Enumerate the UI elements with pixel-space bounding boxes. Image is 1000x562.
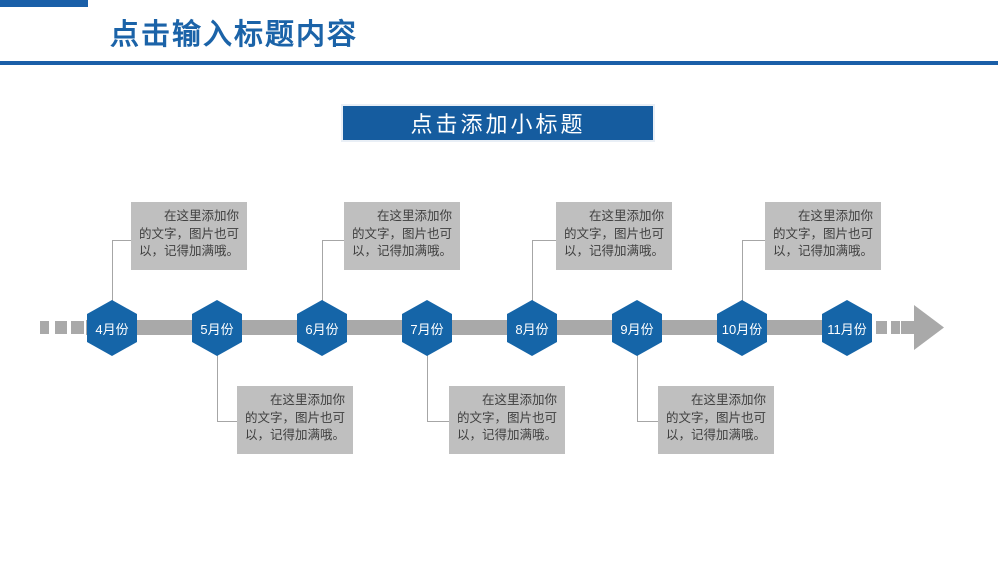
month-label: 11月份 (827, 321, 867, 337)
note-box[interactable]: 在这里添加你的文字，图片也可以，记得加满哦。 (131, 202, 247, 270)
timeline-start-dash (55, 321, 67, 334)
note-box[interactable]: 在这里添加你的文字，图片也可以，记得加满哦。 (556, 202, 672, 270)
month-label: 8月份 (515, 321, 549, 337)
title-divider-line (0, 61, 998, 65)
month-hexagon-5[interactable]: 5月份 (192, 300, 242, 356)
note-box[interactable]: 在这里添加你的文字，图片也可以，记得加满哦。 (765, 202, 881, 270)
title-accent-bar (0, 0, 88, 7)
note-connector (112, 240, 131, 301)
timeline-start-dash (71, 321, 84, 334)
month-label: 10月份 (721, 321, 763, 337)
timeline-end-dash (891, 321, 900, 334)
slide-title[interactable]: 点击输入标题内容 (110, 19, 359, 51)
timeline-start-dash (40, 321, 49, 334)
note-box[interactable]: 在这里添加你的文字，图片也可以，记得加满哦。 (658, 386, 774, 454)
note-connector (532, 240, 556, 301)
note-box[interactable]: 在这里添加你的文字，图片也可以，记得加满哦。 (237, 386, 353, 454)
note-connector (742, 240, 765, 301)
timeline-arrow-icon (901, 305, 944, 350)
subtitle-banner[interactable]: 点击添加小标题 (341, 104, 655, 142)
timeline-end-dash (876, 321, 887, 334)
note-box[interactable]: 在这里添加你的文字，图片也可以，记得加满哦。 (449, 386, 565, 454)
month-hexagon-11[interactable]: 11月份 (822, 300, 872, 356)
note-connector (322, 240, 344, 301)
month-hexagon-7[interactable]: 7月份 (402, 300, 452, 356)
month-hexagon-9[interactable]: 9月份 (612, 300, 662, 356)
timeline-track (86, 320, 872, 335)
subtitle-label: 点击添加小标题 (410, 112, 586, 137)
month-hexagon-6[interactable]: 6月份 (297, 300, 347, 356)
month-label: 4月份 (95, 321, 129, 337)
note-connector (217, 355, 237, 422)
note-connector (427, 355, 449, 422)
note-box[interactable]: 在这里添加你的文字，图片也可以，记得加满哦。 (344, 202, 460, 270)
month-label: 9月份 (620, 321, 654, 337)
month-hexagon-4[interactable]: 4月份 (87, 300, 137, 356)
month-hexagon-8[interactable]: 8月份 (507, 300, 557, 356)
month-label: 7月份 (410, 321, 444, 337)
month-label: 6月份 (305, 321, 339, 337)
month-label: 5月份 (200, 321, 234, 337)
month-hexagon-10[interactable]: 10月份 (717, 300, 767, 356)
note-connector (637, 355, 658, 422)
